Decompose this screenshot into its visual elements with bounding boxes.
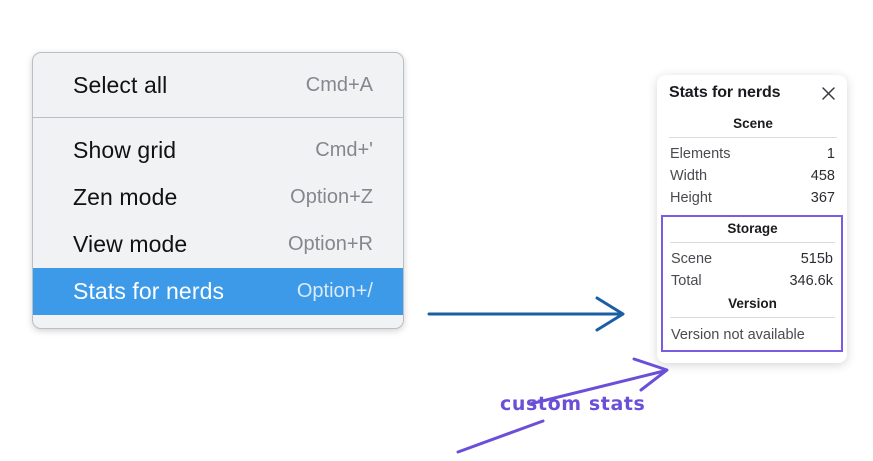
handwritten-annotation-label: custom stats bbox=[500, 393, 646, 415]
menu-item-label: View mode bbox=[73, 231, 188, 257]
stat-value: 515b bbox=[800, 251, 833, 267]
section-heading: Storage bbox=[727, 221, 778, 236]
section-storage: Storage Scene 515b Total 346.6k bbox=[670, 217, 835, 292]
stat-value: 458 bbox=[810, 168, 835, 184]
section-divider bbox=[670, 242, 835, 243]
callout-underline-stroke bbox=[456, 419, 545, 454]
menu-item-show-grid[interactable]: Show grid Cmd+' bbox=[33, 127, 403, 174]
section-divider bbox=[669, 137, 837, 138]
menu-item-label: Select all bbox=[73, 72, 168, 98]
close-icon[interactable] bbox=[820, 85, 837, 102]
stat-value: 346.6k bbox=[789, 273, 833, 289]
flow-arrow bbox=[427, 296, 625, 332]
menu-item-shortcut: Option+R bbox=[287, 233, 373, 255]
stat-row: Elements 1 bbox=[669, 143, 837, 165]
section-divider bbox=[670, 317, 835, 318]
stat-row: Width 458 bbox=[669, 165, 837, 187]
menu-item-shortcut: Cmd+' bbox=[315, 139, 373, 161]
menu-item-view-mode[interactable]: View mode Option+R bbox=[33, 221, 403, 268]
menu-item-shortcut: Option+Z bbox=[290, 186, 373, 208]
menu-item-zen-mode[interactable]: Zen mode Option+Z bbox=[33, 174, 403, 221]
version-status-text: Version not available bbox=[671, 327, 805, 343]
menu-item-label: Show grid bbox=[73, 137, 177, 163]
stat-row: Total 346.6k bbox=[670, 270, 835, 292]
stat-value: 1 bbox=[826, 146, 835, 162]
section-heading: Scene bbox=[733, 116, 773, 131]
stats-for-nerds-panel: Stats for nerds Scene Elements 1 Width 4… bbox=[657, 75, 847, 363]
menu-item-stats-for-nerds[interactable]: Stats for nerds Option+/ bbox=[33, 268, 403, 315]
menu-item-label: Stats for nerds bbox=[73, 278, 225, 304]
menu-item-label: Zen mode bbox=[73, 184, 178, 210]
stat-row: Scene 515b bbox=[670, 248, 835, 270]
section-heading: Version bbox=[728, 296, 777, 311]
stat-key: Total bbox=[671, 273, 702, 289]
menu-top-padding bbox=[33, 53, 403, 62]
menu-separator-padding bbox=[33, 118, 403, 127]
panel-title: Stats for nerds bbox=[669, 84, 781, 101]
context-menu[interactable]: Select all Cmd+A Show grid Cmd+' Zen mod… bbox=[32, 52, 404, 329]
menu-item-select-all[interactable]: Select all Cmd+A bbox=[33, 62, 403, 109]
menu-bottom-padding bbox=[33, 315, 403, 328]
stat-value: 367 bbox=[810, 190, 835, 206]
custom-stats-highlight-box: Storage Scene 515b Total 346.6k Version … bbox=[661, 215, 843, 352]
menu-separator bbox=[33, 117, 403, 118]
menu-item-shortcut: Cmd+A bbox=[305, 74, 373, 96]
stat-row: Height 367 bbox=[669, 187, 837, 209]
menu-item-shortcut: Option+/ bbox=[296, 280, 373, 302]
section-version: Version Version not available bbox=[670, 292, 835, 345]
section-scene: Scene Elements 1 Width 458 Height 367 bbox=[669, 112, 837, 209]
stat-key: Scene bbox=[671, 251, 713, 267]
stat-key: Height bbox=[670, 190, 712, 206]
stat-key: Width bbox=[670, 168, 708, 184]
stat-key: Elements bbox=[670, 146, 731, 162]
panel-titlebar: Stats for nerds bbox=[669, 84, 837, 102]
